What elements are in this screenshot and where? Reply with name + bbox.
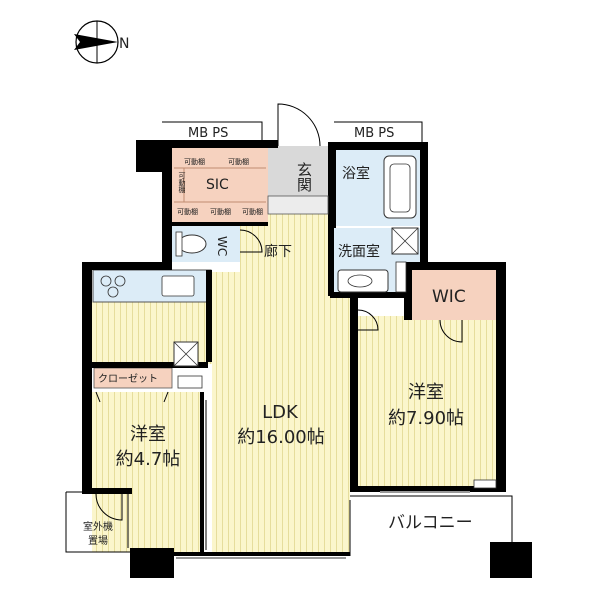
shelf-label-5: 可動棚 xyxy=(242,207,263,216)
youshitsu-right-size-label: 約7.90帖 xyxy=(388,408,464,429)
bathtub xyxy=(383,155,417,219)
mbps-right-label: MB PS xyxy=(354,126,394,141)
outdoor-unit-label-2: 置場 xyxy=(88,534,108,547)
shelf-label-3: 可動棚 xyxy=(177,207,198,216)
youshitsu-left-name-label: 洋室 xyxy=(130,424,166,445)
sic-floor xyxy=(170,148,268,224)
balcony-label: バルコニー xyxy=(388,513,473,533)
shelf-label-4: 可動棚 xyxy=(210,207,231,216)
shelf-label-1: 可動棚 xyxy=(184,157,205,166)
genkan-label: 玄関 xyxy=(295,162,313,193)
walls xyxy=(82,140,532,578)
youshitsu-left-size-label: 約4.7帖 xyxy=(116,449,181,470)
washroom-label: 洗面室 xyxy=(338,243,380,260)
youshitsu-left-floor xyxy=(92,392,204,552)
ldk-name-label: LDK xyxy=(262,402,299,423)
fixtures xyxy=(100,155,497,489)
wc-label: WC xyxy=(215,236,229,256)
washroom-sink xyxy=(337,269,389,293)
youshitsu-right-floor xyxy=(356,316,496,486)
stove-burner xyxy=(100,275,112,287)
wic-label: WIC xyxy=(432,287,466,307)
thin-lines xyxy=(65,103,513,559)
compass-label: N xyxy=(119,36,129,52)
wic-floor xyxy=(410,270,498,320)
bath-label: 浴室 xyxy=(342,165,370,182)
youshitsu-right-name-label: 洋室 xyxy=(408,382,444,403)
hallway-label: 廊下 xyxy=(264,243,292,260)
kitchen-sink xyxy=(161,275,195,297)
ldk-floor xyxy=(212,272,350,552)
ldk-size-label: 約16.00帖 xyxy=(237,427,325,448)
closet-label: クローゼット xyxy=(98,373,158,385)
outdoor-unit-label-1: 室外機 xyxy=(83,520,113,533)
north-arrow-icon xyxy=(74,34,118,50)
mbps-left-label: MB PS xyxy=(188,126,228,141)
compass: N xyxy=(74,20,129,64)
sic-label: SIC xyxy=(206,177,229,193)
shelf-label-2: 可動棚 xyxy=(228,157,249,166)
shelf-label-side: 可動棚 xyxy=(178,172,186,194)
